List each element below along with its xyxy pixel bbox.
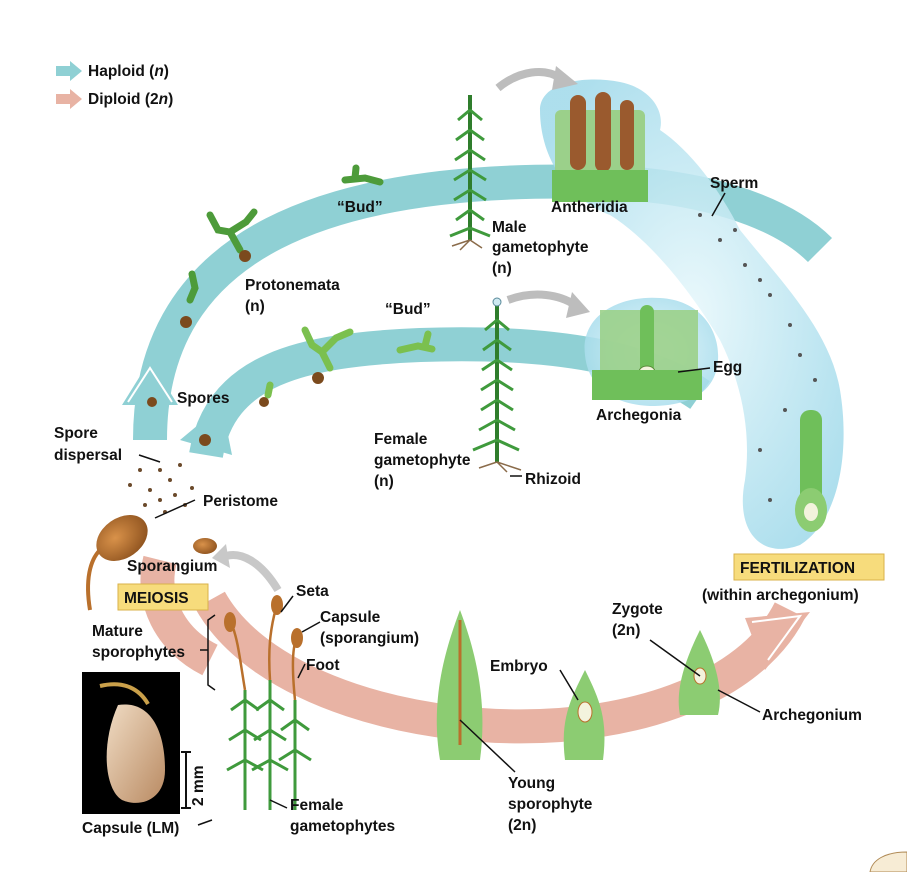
haploid-outer-arrowhead-icon	[122, 360, 178, 405]
diploid-arrow-icon	[56, 89, 82, 109]
legend-haploid-italic: n	[154, 63, 163, 80]
archegonia	[592, 305, 702, 400]
grey-arrows	[212, 66, 590, 593]
label-bud-top: “Bud”	[337, 199, 383, 216]
legend-haploid: Haploid (n)	[56, 61, 169, 81]
spore-inner-1	[312, 372, 324, 384]
spore-inner-2	[259, 397, 269, 407]
corner-curl-decoration	[869, 851, 907, 873]
label-peristome: Peristome	[203, 493, 278, 510]
legend-diploid-prefix: Diploid (2	[88, 91, 159, 108]
label-rhizoid: Rhizoid	[525, 471, 581, 488]
legend-diploid: Diploid (2n)	[56, 89, 173, 109]
mature-sporophytes-plants	[224, 595, 312, 810]
capsule-photo-inset	[82, 672, 191, 814]
label-embryo: Embryo	[490, 658, 548, 675]
protonema-inner	[264, 326, 436, 399]
label-foot: Foot	[306, 657, 340, 674]
labels: “Bud” “Bud” Protonemata (n) Male gametop…	[54, 175, 885, 837]
label-fertilization: FERTILIZATION	[740, 560, 855, 577]
label-female-2: gametophyte	[374, 452, 471, 469]
female-gametophyte	[472, 297, 522, 473]
label-archegonium: Archegonium	[762, 707, 862, 724]
svg-text:Diploid (2n): Diploid (2n)	[88, 91, 173, 108]
fertilization-badge: FERTILIZATION	[733, 553, 885, 581]
label-young-2: sporophyte	[508, 796, 593, 813]
haploid-outer-band	[122, 164, 833, 441]
protonema-top	[186, 164, 384, 304]
label-egg: Egg	[713, 359, 742, 376]
diploid-band	[140, 555, 810, 744]
sporangium-capsule-large	[86, 515, 217, 611]
label-mature-2: sporophytes	[92, 644, 185, 661]
legend: Haploid (n) Diploid (2n)	[56, 61, 173, 109]
label-archegonia: Archegonia	[596, 407, 682, 424]
spore-outer-1	[147, 397, 157, 407]
young-sporophyte-stages	[436, 610, 720, 760]
label-capsule-lm: Capsule (LM)	[82, 820, 179, 837]
label-mature-1: Mature	[92, 623, 143, 640]
label-within-archegonium: (within archegonium)	[702, 587, 859, 604]
spore-inner-3	[199, 434, 211, 446]
label-spore-dispersal-2: dispersal	[54, 447, 122, 464]
label-young-1: Young	[508, 775, 555, 792]
label-female-gametophytes-2: gametophytes	[290, 818, 395, 835]
sperm-specks	[698, 213, 817, 502]
svg-text:Haploid (n): Haploid (n)	[88, 63, 169, 80]
meiosis-badge: MEIOSIS	[117, 583, 209, 611]
label-female-3: (n)	[374, 473, 394, 490]
label-protonemata-n: (n)	[245, 298, 265, 315]
spore-top-1	[180, 316, 192, 328]
label-spore-dispersal-1: Spore	[54, 425, 98, 442]
legend-diploid-italic: n	[159, 91, 168, 108]
fertilization-archegonium	[795, 410, 827, 532]
label-female-1: Female	[374, 431, 428, 448]
legend-haploid-prefix: Haploid (	[88, 63, 155, 80]
label-protonemata: Protonemata	[245, 277, 340, 294]
antheridia	[552, 92, 648, 202]
label-scale: 2 mm	[190, 766, 207, 807]
male-gametophyte	[449, 95, 491, 251]
label-antheridia: Antheridia	[551, 199, 628, 216]
label-young-3: (2n)	[508, 817, 536, 834]
diploid-arrowhead-icon	[745, 612, 810, 670]
label-zygote-1: Zygote	[612, 601, 663, 618]
label-male-line3: (n)	[492, 260, 512, 277]
label-spores: Spores	[177, 390, 230, 407]
label-sperm: Sperm	[710, 175, 758, 192]
label-capsule-1: Capsule	[320, 609, 381, 626]
spore-top-2	[239, 250, 251, 262]
label-sporangium: Sporangium	[127, 558, 217, 575]
haploid-inner-arrowhead-icon	[180, 405, 232, 455]
legend-diploid-suffix: )	[168, 91, 173, 108]
label-meiosis: MEIOSIS	[124, 590, 189, 607]
legend-haploid-suffix: )	[164, 63, 169, 80]
label-zygote-2: (2n)	[612, 622, 640, 639]
haploid-arrow-icon	[56, 61, 82, 81]
label-capsule-2: (sporangium)	[320, 630, 419, 647]
label-seta: Seta	[296, 583, 329, 600]
label-bud-bottom: “Bud”	[385, 301, 431, 318]
spore-dispersal-dots	[128, 463, 194, 514]
label-male-line1: Male	[492, 219, 527, 236]
label-female-gametophytes-1: Female	[290, 797, 344, 814]
leader-lines	[138, 192, 761, 826]
label-male-line2: gametophyte	[492, 239, 589, 256]
